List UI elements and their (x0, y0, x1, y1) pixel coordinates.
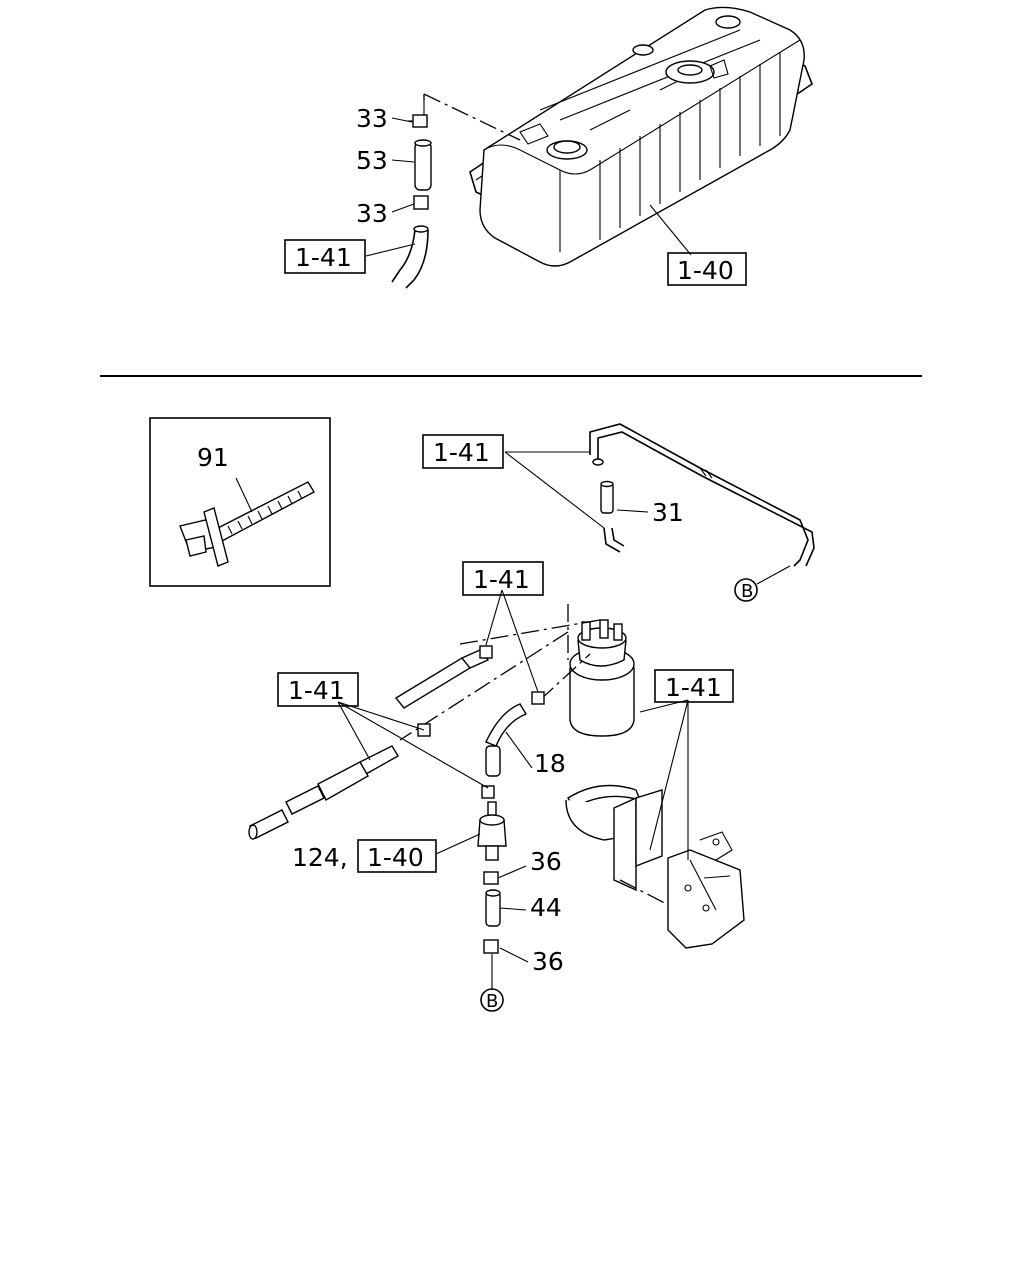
cable-tie-detail: 91 (149, 417, 331, 587)
callout-31: 31 (652, 498, 684, 527)
canister-bracket (565, 784, 745, 949)
fuel-line-pipe: B (589, 423, 815, 602)
callout-box-top-140 (667, 252, 747, 286)
callout-33-lower: 33 (356, 199, 388, 228)
callout-36-upper: 36 (530, 847, 562, 876)
callout-box-canister-141-left (277, 672, 359, 707)
callout-box-canister-141-top (462, 561, 544, 596)
callout-141-canister-top: 1-41 (473, 565, 530, 594)
callout-18: 18 (534, 749, 566, 778)
connector-b-right-label: B (741, 581, 753, 602)
callout-124: 124, (292, 843, 348, 872)
callout-box-line-141 (422, 434, 504, 469)
fuel-tank-assembly (469, 6, 813, 267)
callout-141-bracket: 1-41 (665, 673, 722, 702)
callout-box-bracket-141 (654, 669, 734, 703)
callout-141-top: 1-41 (295, 243, 352, 272)
callout-box-filter-140 (357, 839, 437, 873)
connector-b-bottom (480, 988, 504, 1012)
callout-140-top: 1-40 (677, 256, 734, 285)
connector-b-bottom-label: B (486, 991, 498, 1012)
callout-141-canister-left: 1-41 (288, 676, 345, 705)
callout-36-lower: 36 (532, 947, 564, 976)
detail-box (149, 417, 331, 587)
canister-assembly: B (248, 604, 635, 1012)
callout-141-line: 1-41 (433, 438, 490, 467)
callout-91: 91 (197, 443, 229, 472)
top-hose-parts (391, 93, 521, 289)
callout-33-upper: 33 (356, 104, 388, 133)
callout-44: 44 (530, 893, 562, 922)
callout-140-filter: 1-40 (367, 843, 424, 872)
callout-53: 53 (356, 146, 388, 175)
callout-box-top-141 (284, 239, 366, 274)
connector-b-right (734, 578, 758, 602)
